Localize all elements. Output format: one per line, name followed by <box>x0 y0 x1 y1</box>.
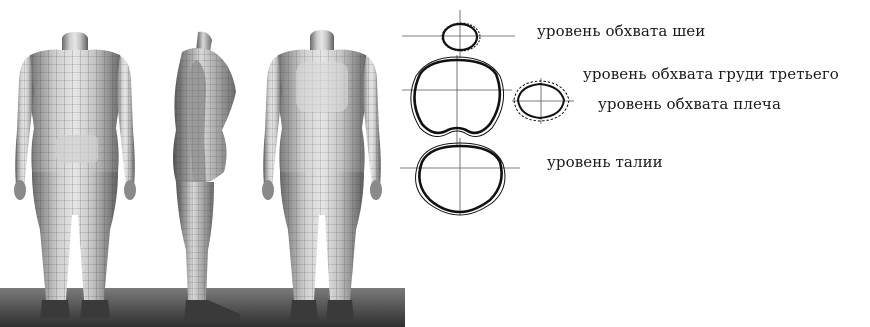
side-view-figure <box>173 32 240 322</box>
shoulder-level-label: уровень обхвата плеча <box>598 95 781 113</box>
chest-section-contour <box>402 55 512 145</box>
waist-section-contour <box>400 138 520 215</box>
chest-level-label: уровень обхвата груди третьего <box>583 65 839 83</box>
neck-level-label: уровень обхвата шеи <box>537 22 705 40</box>
neck-section-contour <box>402 10 515 58</box>
waist-level-label: уровень талии <box>547 153 663 171</box>
shoulder-section-contour <box>512 78 574 124</box>
back-view-figure <box>262 30 382 320</box>
front-view-figure <box>14 32 136 318</box>
